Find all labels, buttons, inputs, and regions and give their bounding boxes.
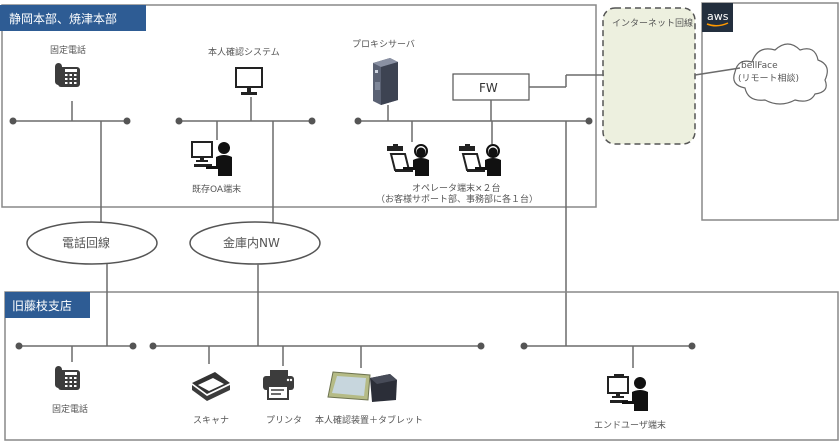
id-device-tablet-label: 本人確認装置＋タブレット (315, 414, 423, 426)
internet-area (602, 7, 696, 145)
branch-phone-label: 固定電話 (52, 403, 88, 415)
operator-terminal-sublabel: （お客様サポート部、事務部に各１台） (376, 193, 538, 205)
scanner-icon (192, 372, 230, 401)
aws-section (701, 2, 839, 221)
firewall-label: FW (479, 81, 498, 95)
identity-system-label: 本人確認システム (208, 46, 280, 58)
headquarters-header (0, 5, 146, 31)
branch-wire-nodes (15, 342, 696, 350)
cloud-icon (733, 43, 828, 105)
firewall-box (452, 73, 530, 101)
operator-terminal-label: オペレータ端末×２台 (412, 182, 501, 194)
branch-phone-icon (55, 366, 80, 390)
internet-title: インターネット回線 (612, 17, 693, 29)
cloud-label-line1: bellFace (741, 61, 778, 71)
branch-title: 旧藤枝支店 (12, 298, 72, 313)
hq-wires (13, 67, 741, 346)
operator-terminal-icon-2 (458, 143, 502, 177)
aws-logo-text: aws (707, 10, 729, 23)
vault-nw-ellipse (189, 221, 321, 265)
hq-phone-icon (55, 63, 80, 87)
printer-label: プリンタ (266, 415, 302, 426)
branch-header (5, 292, 90, 318)
operator-terminal-icon-1 (386, 143, 430, 177)
headquarters-title: 静岡本部、焼津本部 (9, 11, 117, 26)
hq-phone-label: 固定電話 (50, 44, 86, 56)
existing-oa-terminal-icon (191, 141, 233, 177)
end-user-terminal-icon (607, 373, 649, 412)
tablet-device-icon (327, 371, 397, 402)
existing-oa-terminal-label: 既存OA端末 (192, 183, 241, 195)
phone-line-label: 電話回線 (62, 235, 110, 250)
phone-line-ellipse (26, 221, 158, 265)
aws-logo (702, 3, 733, 32)
hq-wire-nodes (9, 117, 593, 125)
printer-icon (263, 370, 294, 400)
vault-nw-label: 金庫内NW (223, 235, 280, 250)
scanner-label: スキャナ (193, 415, 229, 426)
server-icon (373, 58, 398, 105)
branch-section (4, 291, 839, 441)
monitor-icon (235, 67, 263, 95)
aws-smile-icon (706, 22, 729, 27)
end-user-terminal-label: エンドユーザ端末 (594, 419, 666, 431)
cloud-label-line2: (リモート相談) (738, 72, 799, 84)
proxy-server-label: プロキシサーバ (352, 39, 415, 50)
headquarters-section (1, 4, 597, 208)
branch-wires (19, 264, 692, 368)
